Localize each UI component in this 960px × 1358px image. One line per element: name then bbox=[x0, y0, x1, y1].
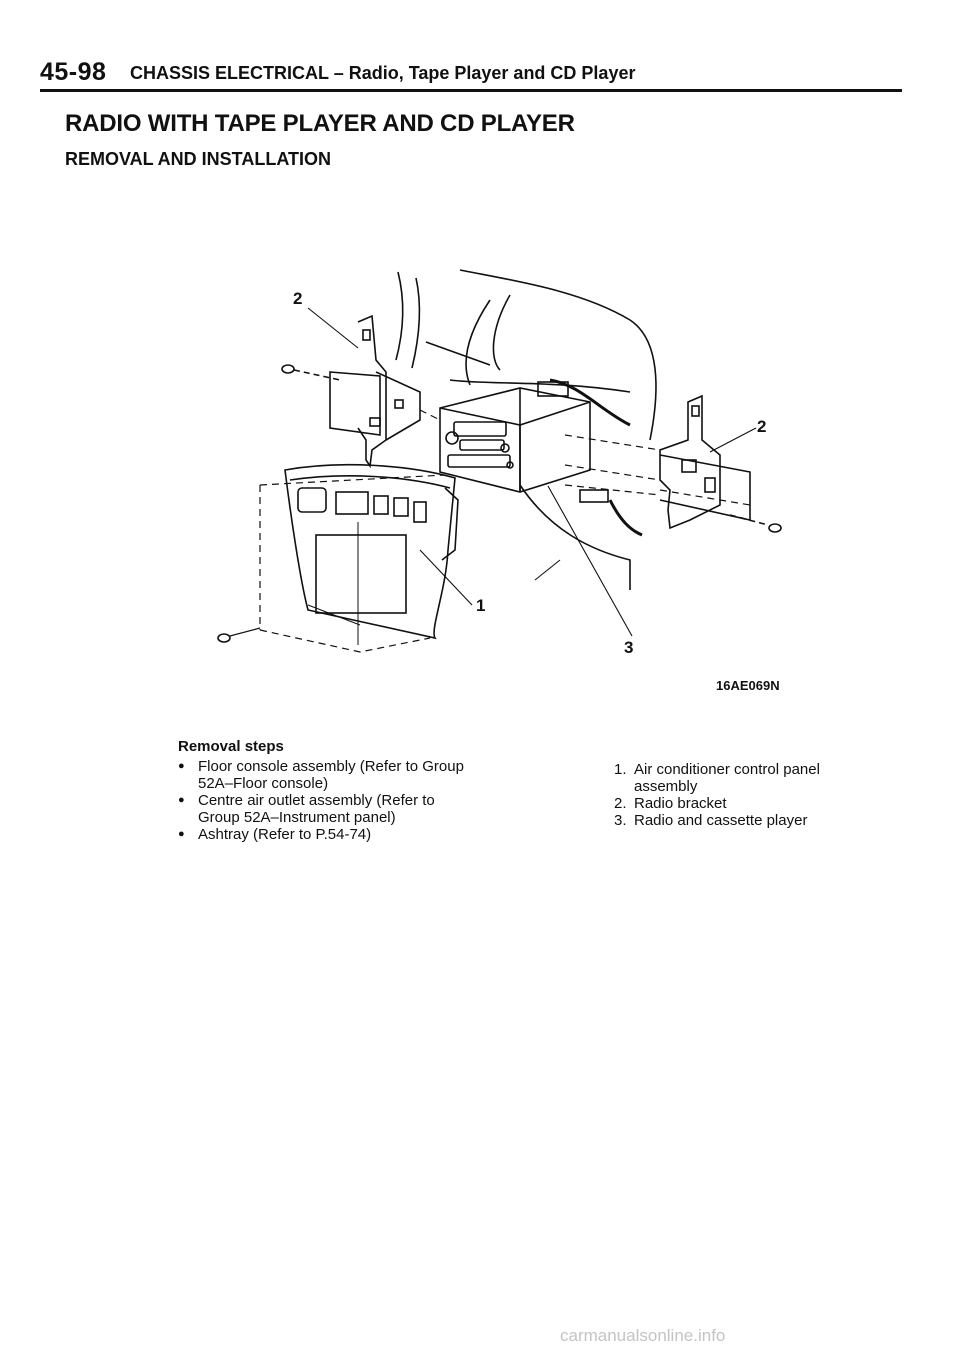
wiring-harness bbox=[549, 378, 643, 537]
dashboard-outline bbox=[395, 269, 657, 590]
part-label: Radio bracket bbox=[634, 795, 727, 812]
removal-step: Floor console assembly (Refer to Group 5… bbox=[178, 758, 478, 792]
subsection-name: Radio, Tape Player and CD Player bbox=[348, 63, 636, 83]
alignment-guides bbox=[259, 409, 751, 653]
lower-left-screw bbox=[217, 627, 261, 643]
part-number: 2. bbox=[614, 795, 627, 812]
left-radio-bracket bbox=[329, 314, 421, 469]
connector bbox=[537, 381, 569, 397]
parts-list: 1. Air conditioner control panel assembly… bbox=[614, 761, 884, 829]
section-title: CHASSIS ELECTRICAL – Radio, Tape Player … bbox=[130, 63, 635, 84]
removal-step: Centre air outlet assembly (Refer to Gro… bbox=[178, 792, 478, 826]
section-separator: – bbox=[328, 63, 349, 83]
part-label: Radio and cassette player bbox=[634, 812, 808, 829]
callout-2-left: 2 bbox=[293, 289, 302, 308]
header-rule bbox=[40, 89, 902, 92]
removal-steps: Removal steps Floor console assembly (Re… bbox=[178, 738, 478, 843]
section-name: CHASSIS ELECTRICAL bbox=[130, 63, 329, 83]
removal-step: Ashtray (Refer to P.54-74) bbox=[178, 826, 478, 843]
removal-steps-title: Removal steps bbox=[178, 738, 284, 755]
part-item: 3. Radio and cassette player bbox=[614, 812, 884, 829]
connector-lower bbox=[579, 489, 609, 503]
right-radio-bracket bbox=[659, 394, 751, 530]
callout-leaders bbox=[307, 307, 757, 637]
removal-steps-list: Floor console assembly (Refer to Group 5… bbox=[178, 758, 478, 843]
part-number: 3. bbox=[614, 812, 627, 829]
callout-1: 1 bbox=[476, 596, 485, 615]
watermark: carmanualsonline.info bbox=[560, 1326, 726, 1345]
callout-3: 3 bbox=[624, 638, 633, 657]
page-header: 45-98 CHASSIS ELECTRICAL – Radio, Tape P… bbox=[40, 58, 900, 92]
callout-2-right: 2 bbox=[757, 417, 766, 436]
part-item: 1. Air conditioner control panel assembly bbox=[614, 761, 884, 795]
part-label: Air conditioner control panel assembly bbox=[634, 761, 820, 795]
ac-control-panel bbox=[284, 463, 459, 645]
figure-code: 16AE069N bbox=[716, 678, 780, 693]
exploded-view-diagram: 2 2 1 3 bbox=[217, 269, 782, 657]
page-subtitle: REMOVAL AND INSTALLATION bbox=[65, 149, 331, 169]
page-number: 45-98 bbox=[40, 58, 107, 86]
page-title: RADIO WITH TAPE PLAYER AND CD PLAYER bbox=[65, 110, 575, 137]
right-screw bbox=[729, 514, 782, 533]
part-item: 2. Radio bracket bbox=[614, 795, 884, 812]
part-number: 1. bbox=[614, 761, 627, 778]
radio-cassette-unit bbox=[439, 387, 591, 493]
left-screw bbox=[281, 364, 341, 381]
